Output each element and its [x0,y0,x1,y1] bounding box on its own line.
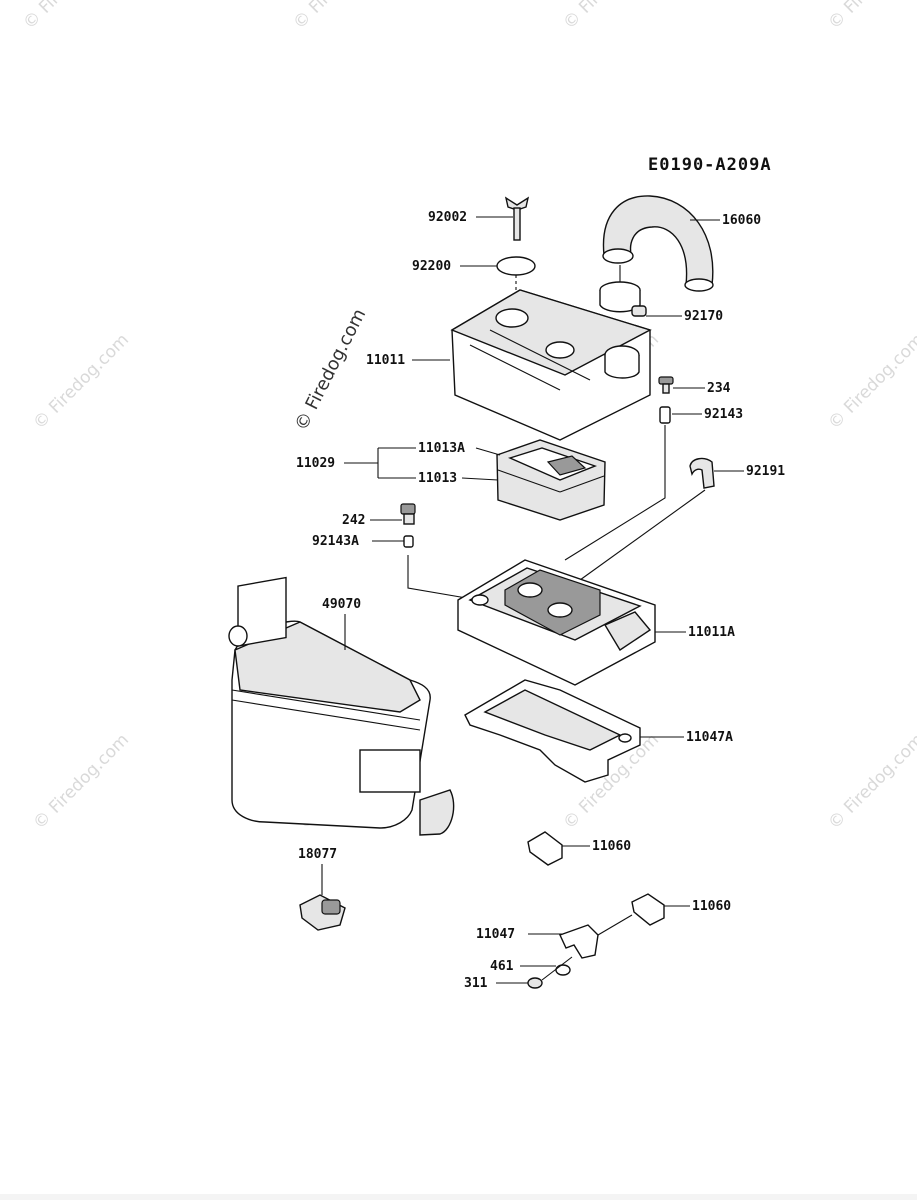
part-11047-bracket [559,924,599,959]
callout-11060-upper: 11060 [592,839,631,854]
part-18077-spark-arrester [299,894,346,931]
callout-18077: 18077 [298,847,337,862]
part-242-bolt [400,503,416,525]
callout-234: 234 [707,381,731,396]
watermark: © Firedog.com [29,730,133,834]
watermark: © Firedog.com [289,0,393,34]
callout-92002: 92002 [428,210,467,225]
leader-11013-tail [461,477,499,481]
part-461-lock-washer [555,964,571,976]
callout-11011A: 11011A [688,625,735,640]
callout-92191: 92191 [746,464,785,479]
part-11011-air-cleaner-cover [450,289,652,441]
callout-92200: 92200 [412,259,451,274]
connector-line [407,555,479,601]
leader-11013A-tail [475,447,501,456]
part-92170-hose-clamp [599,281,647,317]
watermark: © Firedog.com [29,330,133,434]
part-92200-washer [496,256,536,276]
part-11060-gasket [631,893,665,926]
axis-line [541,956,573,981]
part-92191-hose [689,457,715,489]
diagram-code: E0190-A209A [648,155,772,175]
watermark-layer: © Firedog.com © Firedog.com © Firedog.co… [19,0,917,834]
callout-49070: 49070 [322,597,361,612]
part-16060-intake-elbow [602,195,714,292]
callout-311: 311 [464,976,488,991]
callout-11013: 11013 [418,471,457,486]
callout-92170: 92170 [684,309,723,324]
watermark-center: © Firedog.com [291,305,370,434]
part-11013-filter-element [496,439,606,521]
callout-11060-lower: 11060 [692,899,731,914]
watermark: © Firedog.com [19,0,123,34]
part-11047A-bracket [464,679,641,783]
callout-16060: 16060 [722,213,761,228]
connector-line [579,489,706,581]
part-92143-collar [659,406,671,424]
part-11011A-air-cleaner-base [457,559,656,686]
callout-11029: 11029 [296,456,335,471]
callout-11013A: 11013A [418,441,465,456]
callout-11047: 11047 [476,927,515,942]
watermark: © Firedog.com [824,0,917,34]
part-234-screw [658,376,674,394]
connector-line [597,914,633,936]
callout-92143A: 92143A [312,534,359,549]
part-92002-wing-bolt [504,196,530,241]
watermark: © Firedog.com [824,330,917,434]
part-49070-muffler [228,576,455,836]
callout-11047A: 11047A [686,730,733,745]
part-311-nut [527,977,543,989]
part-11060-gasket [527,831,563,866]
part-92143A-collar [403,535,414,548]
watermark: © Firedog.com [824,730,917,834]
callout-11011: 11011 [366,353,405,368]
watermark: © Firedog.com [559,0,663,34]
connector-line [564,425,666,561]
callout-242: 242 [342,513,365,528]
callout-92143: 92143 [704,407,743,422]
page-footer-strip [0,1194,917,1200]
callout-461: 461 [490,959,514,974]
